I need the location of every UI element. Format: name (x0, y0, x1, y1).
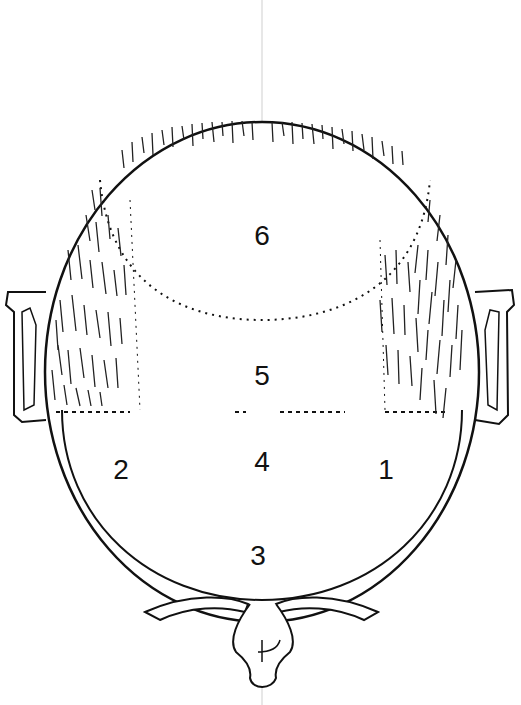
zone-number: 6 (251, 221, 273, 251)
inner-outline (62, 410, 462, 600)
hair-hatching (122, 121, 403, 168)
left-brow (145, 597, 248, 620)
left-ear (6, 292, 46, 422)
nostril (258, 640, 280, 662)
hair-hatching (380, 200, 462, 418)
nose (233, 604, 293, 687)
zone-boundary (100, 180, 430, 320)
head-outline (45, 122, 479, 622)
right-ear (475, 290, 514, 424)
hair-hatching (52, 188, 126, 406)
zone-number: 1 (375, 455, 397, 485)
right-brow (276, 597, 378, 620)
zone-number: 4 (251, 447, 273, 477)
right-ear-inner (485, 310, 499, 410)
zone-number: 5 (251, 361, 273, 391)
zone-number: 2 (110, 455, 132, 485)
zone-boundary (56, 411, 445, 413)
zone-number: 3 (247, 541, 269, 571)
left-ear-inner (22, 308, 36, 410)
hair-boundary (130, 200, 385, 410)
